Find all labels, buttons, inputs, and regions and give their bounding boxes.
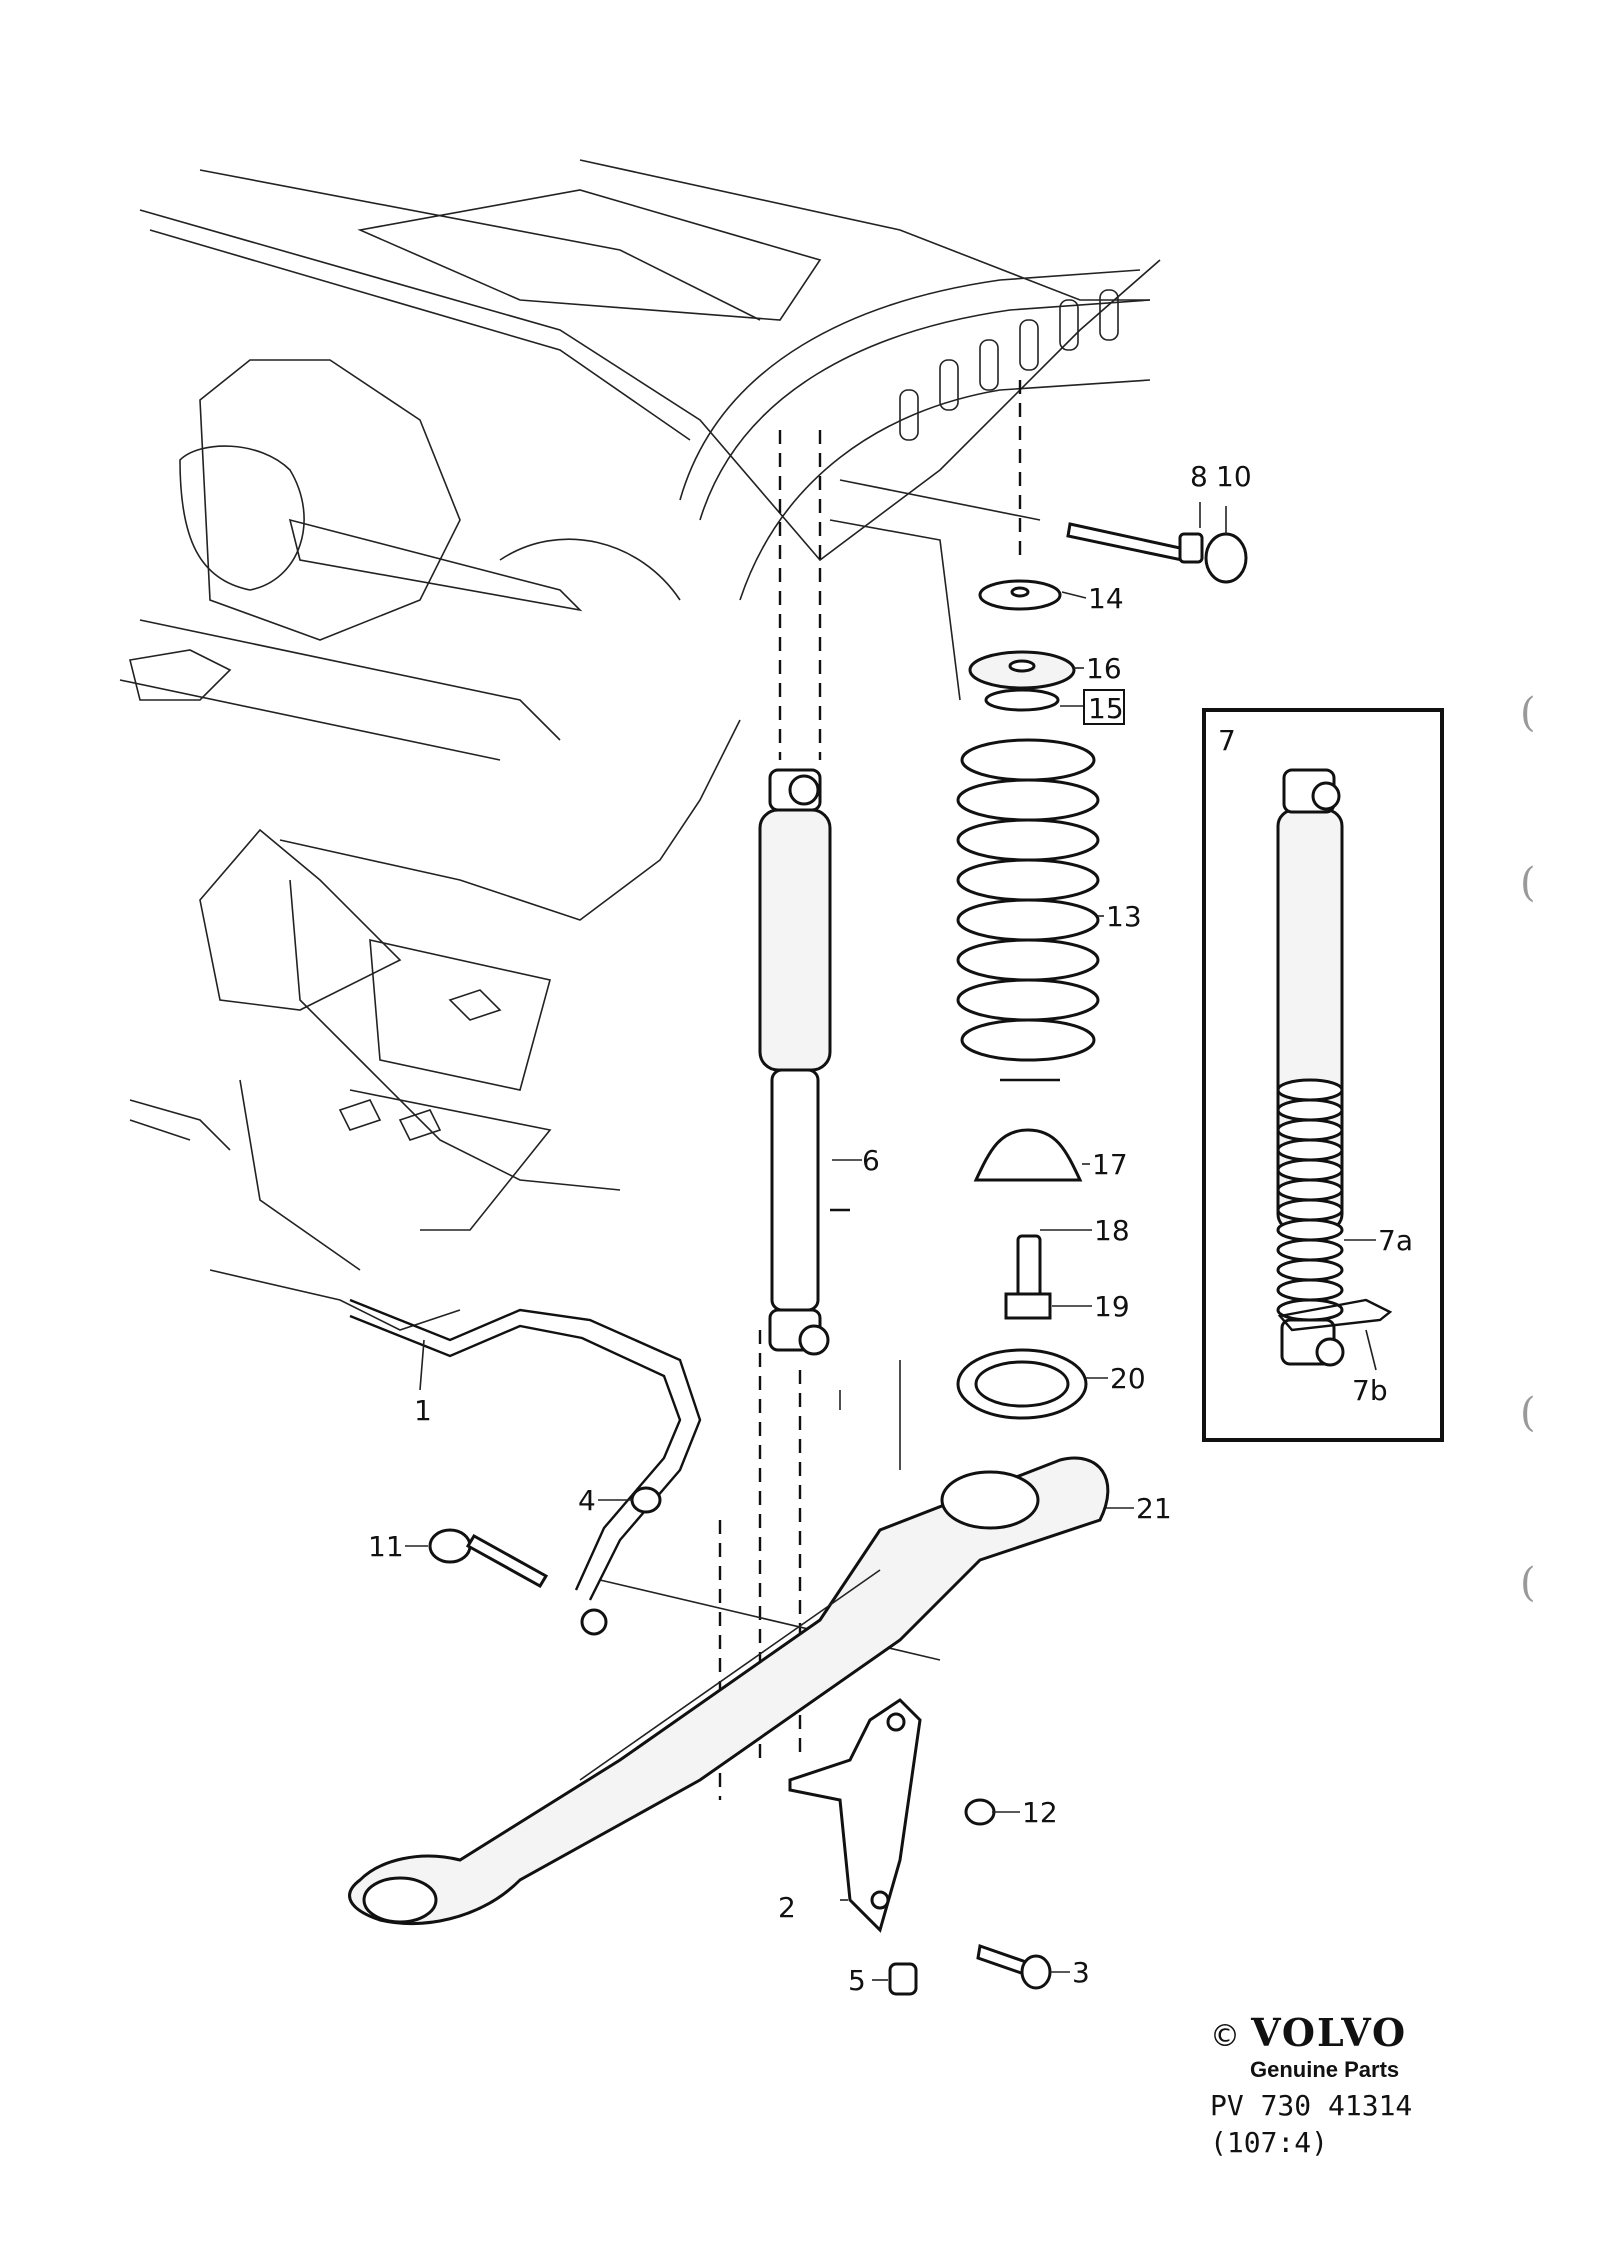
lower-spring-seat bbox=[956, 1348, 1088, 1420]
callout-8: 8 bbox=[1190, 460, 1208, 493]
brand-name: VOLVO bbox=[1251, 2010, 1408, 2055]
callout-10: 10 bbox=[1216, 460, 1252, 493]
bump-stop bbox=[973, 1128, 1083, 1320]
margin-mark-3: ( bbox=[1520, 1390, 1536, 1436]
callout-17: 17 bbox=[1092, 1148, 1128, 1181]
callout-19: 19 bbox=[1094, 1290, 1130, 1323]
shock-absorber bbox=[758, 768, 850, 1356]
stabilizer-bar bbox=[349, 1298, 702, 1636]
callout-1: 1 bbox=[414, 1394, 432, 1427]
inset-frame bbox=[1202, 708, 1444, 1442]
copyright-symbol: © bbox=[1210, 2019, 1240, 2054]
callout-2: 2 bbox=[778, 1891, 796, 1924]
brand-block: © VOLVO Genuine Parts PV 730 41314 (107:… bbox=[1210, 2010, 1540, 2159]
inset-number: 7 bbox=[1218, 724, 1236, 757]
mounting-bracket bbox=[788, 1698, 922, 1933]
inset-label-7b: 7b bbox=[1352, 1374, 1388, 1407]
coil-spring bbox=[956, 738, 1100, 1082]
trailing-arm bbox=[348, 1456, 1110, 1926]
chassis-outline bbox=[119, 159, 1161, 1331]
inset-shock-variant: 7 7a 7b bbox=[1202, 708, 1444, 1442]
callout-13: 13 bbox=[1106, 900, 1142, 933]
upper-spring-seat bbox=[968, 579, 1076, 712]
part-number: PV 730 41314 bbox=[1210, 2089, 1413, 2122]
callout-21: 21 bbox=[1136, 1492, 1172, 1525]
margin-mark-1: ( bbox=[1520, 690, 1536, 736]
callout-5: 5 bbox=[848, 1964, 866, 1997]
inset-label-7a: 7a bbox=[1378, 1224, 1413, 1257]
callout-16: 16 bbox=[1086, 652, 1122, 685]
upper-bolt bbox=[1066, 522, 1248, 584]
callout-12: 12 bbox=[1022, 1796, 1058, 1829]
brand-tagline: Genuine Parts bbox=[1250, 2057, 1400, 2082]
callout-3: 3 bbox=[1072, 1956, 1090, 1989]
callout-20: 20 bbox=[1110, 1362, 1146, 1395]
callout-11: 11 bbox=[368, 1530, 404, 1563]
callout-15: 15 bbox=[1088, 692, 1124, 725]
callout-18: 18 bbox=[1094, 1214, 1130, 1247]
callout-6: 6 bbox=[862, 1144, 880, 1177]
leader-lines bbox=[405, 502, 1227, 1981]
margin-mark-2: ( bbox=[1520, 860, 1536, 906]
mounting-guide-lines bbox=[599, 380, 1041, 1800]
callout-14: 14 bbox=[1088, 582, 1124, 615]
margin-mark-4: ( bbox=[1520, 1560, 1536, 1606]
callout-4: 4 bbox=[578, 1484, 596, 1517]
callout-15-box bbox=[1083, 689, 1125, 725]
diagram-reference: (107:4) bbox=[1210, 2126, 1329, 2159]
